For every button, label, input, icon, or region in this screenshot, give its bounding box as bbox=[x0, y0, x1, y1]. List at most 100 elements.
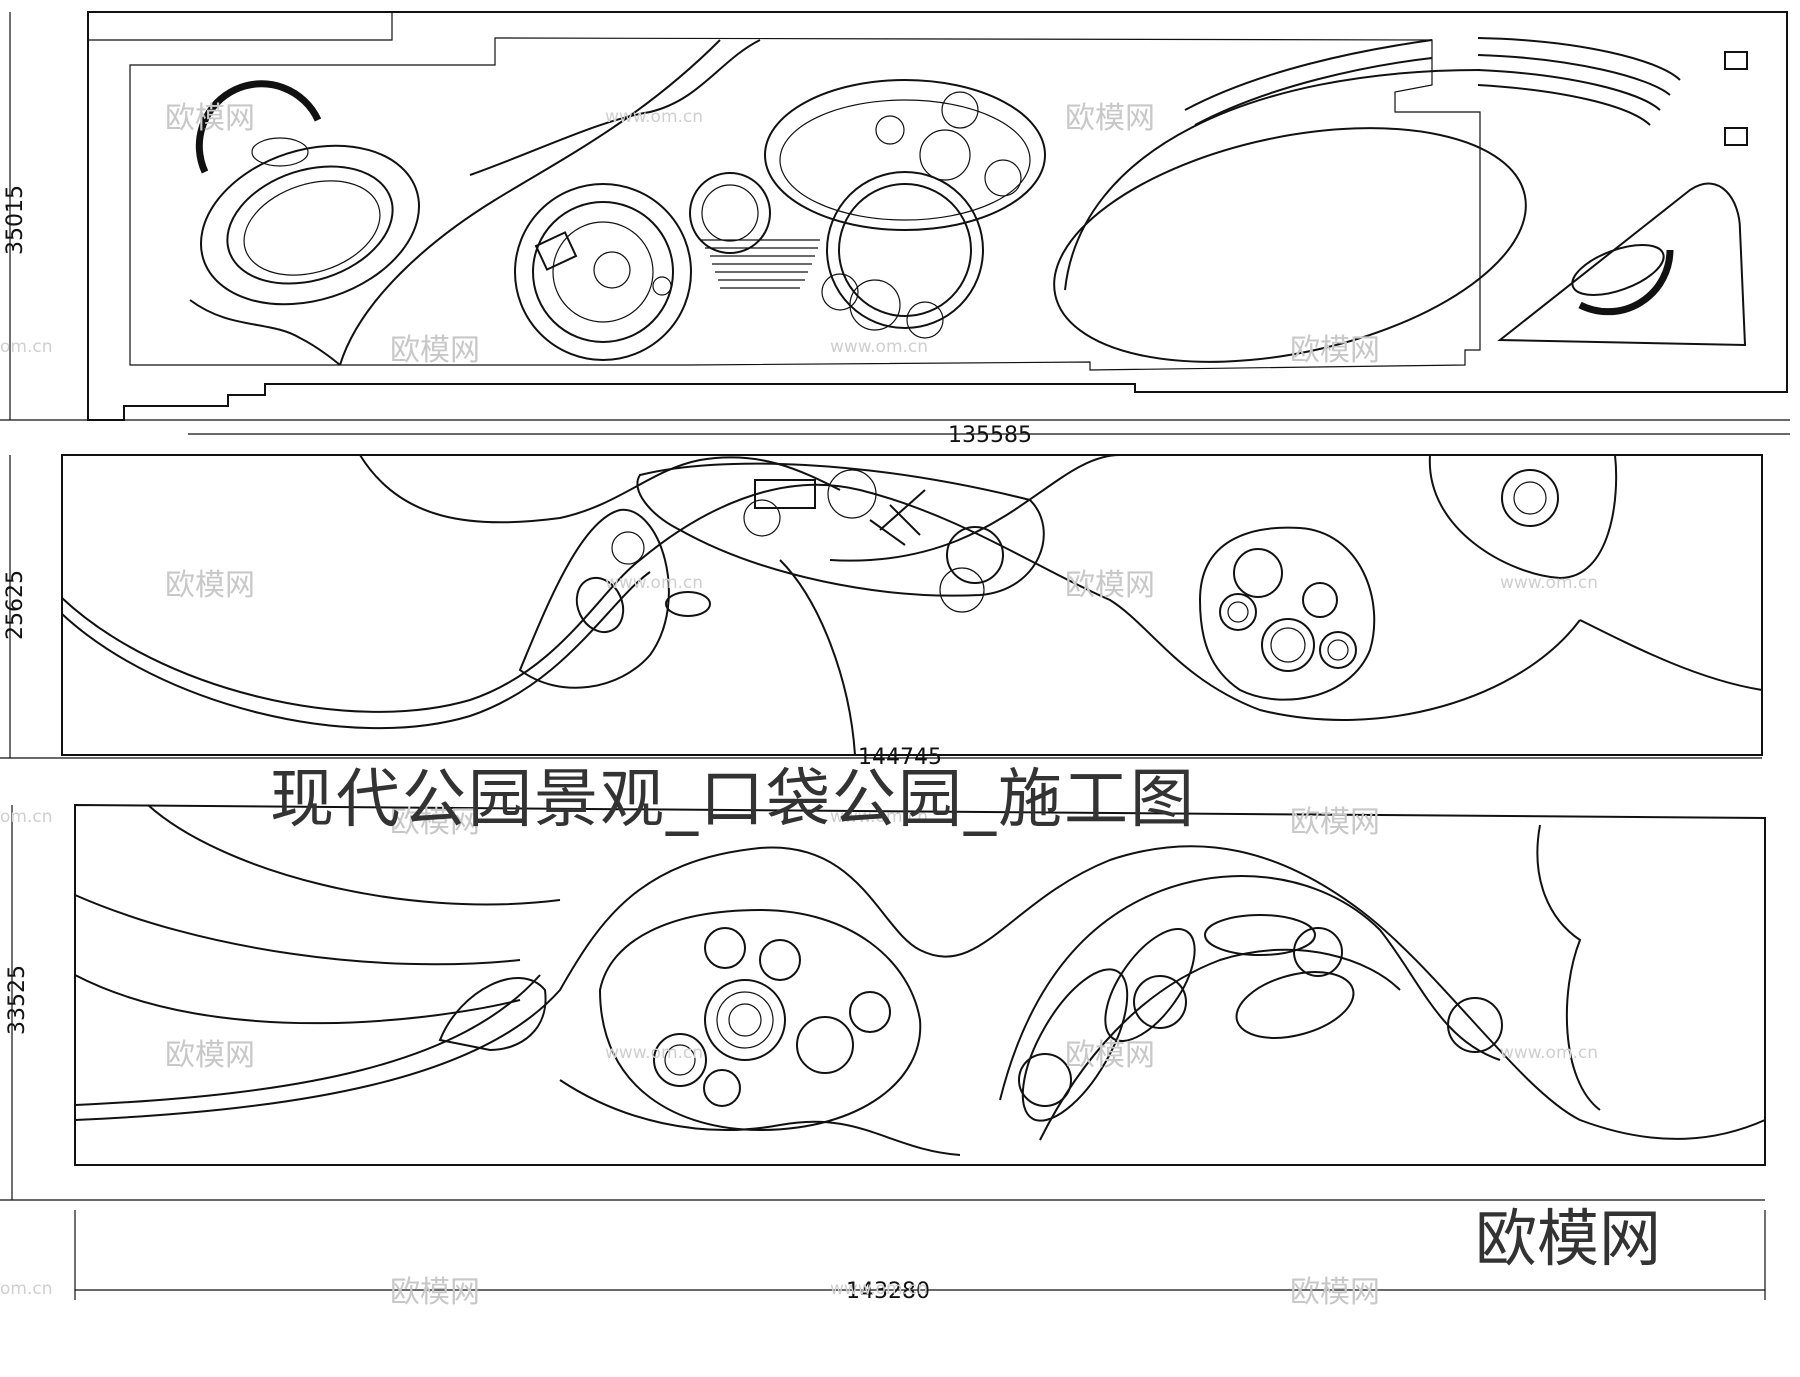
watermark-url: www.om.cn bbox=[1500, 573, 1598, 593]
plan-1-box-a bbox=[1724, 51, 1748, 70]
drawing-title: 现代公园景观_口袋公园_施工图 bbox=[270, 763, 1196, 837]
plan-1-curved-band-b bbox=[1194, 57, 1433, 126]
plan-2-width-dim: 144745 bbox=[858, 745, 942, 770]
plan-1-inner-boundary bbox=[88, 12, 1481, 371]
plan-1-fan bbox=[1477, 37, 1681, 126]
plan-3-ring-a bbox=[704, 979, 786, 1061]
plan-3-circle-d bbox=[1447, 997, 1503, 1053]
plan-3-ring-a-c bbox=[728, 1003, 762, 1037]
plan-2-height-dim: 25625 bbox=[3, 570, 28, 640]
plan-2-outline bbox=[61, 454, 1763, 756]
plan-1-corner-plaza bbox=[1497, 182, 1747, 347]
plan-1-left-oval-inner bbox=[226, 165, 394, 285]
plan-3-lens-d bbox=[1235, 971, 1355, 1039]
plan-1-garden-circle-a bbox=[919, 129, 971, 181]
plan-1-upper-garden-inner bbox=[779, 99, 1031, 221]
plan-2-garden-ring-b bbox=[1233, 548, 1283, 598]
plan-2-oval-b bbox=[665, 591, 711, 617]
plan-2-dragonfly bbox=[869, 489, 926, 546]
plan-1-central-plaza-ring bbox=[532, 201, 674, 343]
watermark-text: 欧模网 bbox=[390, 1275, 480, 1310]
plan-1-corner-oval bbox=[1571, 244, 1665, 296]
watermark-text: 欧模网 bbox=[165, 568, 255, 603]
plan-3-circle-c bbox=[1293, 927, 1343, 977]
plan-2-wave-b bbox=[61, 483, 1581, 721]
plan-1-central-plaza-inner bbox=[552, 221, 654, 323]
plan-1-left-oval-core bbox=[243, 180, 381, 276]
plan-2-garden-ring-e-inner bbox=[1327, 639, 1349, 661]
plan-2-wave-e bbox=[779, 559, 856, 756]
plan-2-play-circle-b bbox=[743, 499, 781, 537]
watermark-text: 欧模网 bbox=[1290, 805, 1380, 840]
plan-1-box-b bbox=[1724, 127, 1748, 146]
plan-3-ring-e bbox=[704, 927, 746, 969]
plan-3-outline bbox=[74, 803, 1766, 1166]
plan-1: 35015 135585 bbox=[0, 11, 1790, 448]
plan-1-central-plaza bbox=[514, 183, 692, 361]
plan-3-arc-a bbox=[147, 804, 561, 906]
plan-2-play-circle-a bbox=[827, 469, 877, 519]
plan-3-right-edge bbox=[1536, 824, 1601, 1111]
plan-2-top-right-circle bbox=[1501, 469, 1559, 527]
plan-1-central-plaza-core bbox=[593, 251, 631, 289]
watermark-url: www.om.cn bbox=[830, 337, 928, 357]
plan-2-wave-d bbox=[829, 454, 1121, 562]
plan-2-play-circle-c bbox=[946, 526, 1004, 584]
plan-3-width-dim: 143280 bbox=[846, 1279, 930, 1304]
plan-2-garden-ring-c bbox=[1261, 618, 1315, 672]
plan-3-lower-wave bbox=[559, 1079, 961, 1156]
plan-3-ring-f bbox=[759, 939, 801, 981]
watermark-url: www.om.cn bbox=[830, 807, 928, 827]
plan-1-left-small-oval bbox=[251, 137, 309, 167]
watermark-text: 欧模网 bbox=[1290, 1275, 1380, 1310]
plan-3-ring-b bbox=[653, 1033, 707, 1087]
plan-1-lawn-edge bbox=[1064, 69, 1481, 291]
watermark-text: 欧模网 bbox=[1065, 1038, 1155, 1073]
watermark-text: 欧模网 bbox=[1065, 568, 1155, 603]
plan-3-lens-b bbox=[1104, 928, 1196, 1042]
plan-1-pond-inner bbox=[838, 183, 972, 317]
watermark-url: www.om.cn bbox=[605, 107, 703, 127]
plan-2-wave-c bbox=[61, 571, 651, 730]
plan-3-arc-c bbox=[74, 974, 521, 1025]
plan-1-pond bbox=[826, 171, 984, 329]
plan-2-wave-f bbox=[1428, 454, 1618, 580]
plan-1-upper-garden bbox=[764, 79, 1046, 231]
plan-1-path-b bbox=[339, 39, 721, 366]
plan-1-tree-circle bbox=[689, 172, 771, 254]
watermark-text: 欧模网 bbox=[1290, 333, 1380, 368]
plan-1-central-plaza-grid bbox=[534, 231, 578, 271]
plan-3-inner-wave bbox=[74, 974, 541, 1106]
plan-1-hatch-strip bbox=[700, 239, 820, 289]
plan-2-garden-ring-e bbox=[1319, 631, 1357, 669]
plan-2-play-area bbox=[636, 462, 1045, 597]
plan-1-path bbox=[189, 299, 341, 366]
watermark-text: 欧模网 bbox=[165, 101, 255, 136]
watermark-edge-fragment: om.cn bbox=[0, 337, 53, 357]
plan-3-ring-b-inner bbox=[664, 1044, 696, 1076]
plan-1-left-oval bbox=[199, 144, 421, 306]
plan-1-small-circle-a bbox=[849, 279, 901, 331]
plan-3-ring-g bbox=[703, 1069, 741, 1107]
plan-1-curved-band bbox=[1184, 39, 1433, 111]
plan-1-left-arc bbox=[195, 80, 322, 174]
watermark-text: 欧模网 bbox=[1065, 101, 1155, 136]
plan-2-garden-ring-a bbox=[1219, 593, 1257, 631]
plan-1-small-circle-c bbox=[821, 273, 859, 311]
plan-2-wave-a bbox=[359, 454, 841, 524]
plan-3-height-dim: 33525 bbox=[5, 965, 30, 1035]
watermark-edge-fragment: om.cn bbox=[0, 807, 53, 827]
plan-2-oval-a bbox=[575, 576, 625, 634]
plan-1-small-circle-b bbox=[906, 301, 944, 339]
plan-3-ring-a-b bbox=[716, 991, 774, 1049]
plan-2-circle-a bbox=[611, 531, 645, 565]
plan-1-big-lawn bbox=[1053, 127, 1527, 363]
plan-1-garden-circle-d bbox=[875, 115, 905, 145]
plan-1-corner-arc bbox=[1578, 249, 1674, 316]
watermark-edge-fragment: om.cn bbox=[0, 1279, 53, 1299]
plan-1-garden-circle-c bbox=[984, 159, 1022, 197]
brand-logo-text: 欧模网 bbox=[1475, 1202, 1662, 1275]
plan-3-arc-b bbox=[74, 894, 521, 966]
plan-3-right-band-b bbox=[1039, 948, 1401, 1141]
